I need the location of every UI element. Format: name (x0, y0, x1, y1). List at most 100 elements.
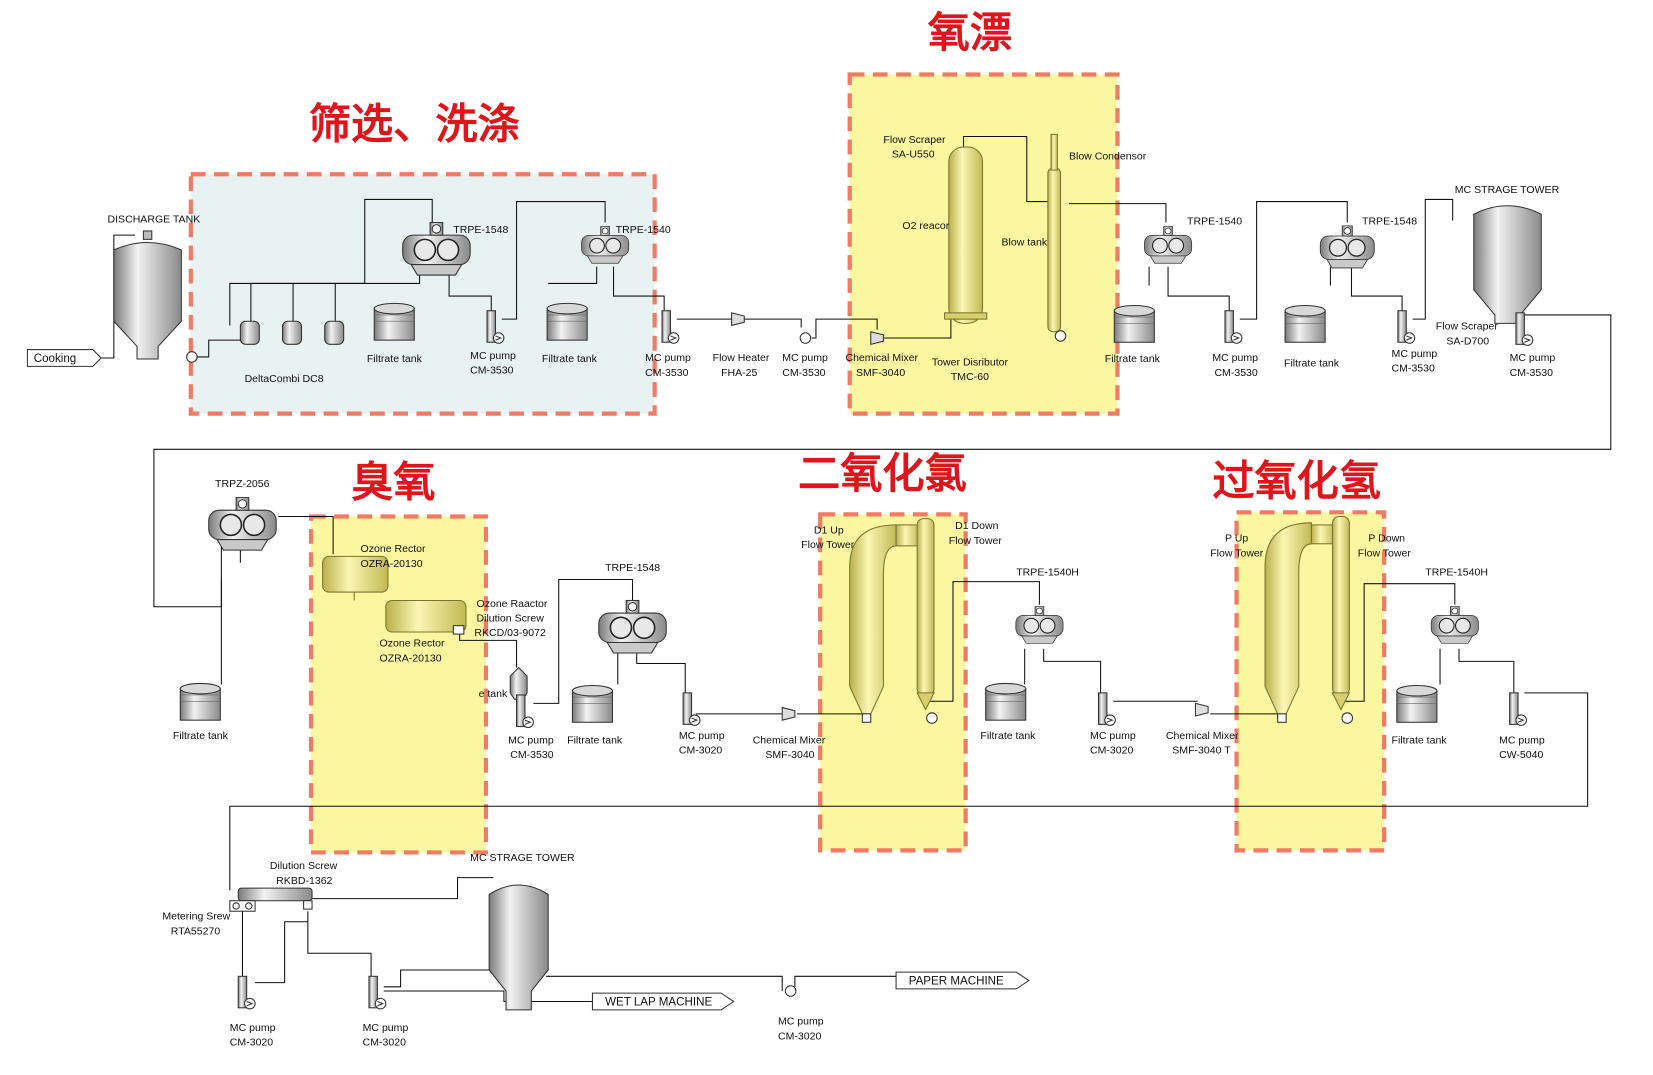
wet-lap-label: WET LAP MACHINE (605, 997, 712, 1009)
mcpump-b1-label: MC pump (1212, 352, 1258, 364)
dilution-screw (229, 887, 313, 912)
ozone-rector1-label: Ozone Rector (361, 543, 427, 555)
discharge-tank-label: DISCHARGE TANK (108, 214, 201, 226)
d1-up-label-1: D1 Up (814, 524, 844, 536)
deltacombi-label: DeltaCombi DC8 (245, 373, 324, 385)
pipes (101, 135, 1612, 1003)
tower-distributor-code: TMC-60 (951, 371, 989, 383)
filtrate-tank-icon (1284, 304, 1326, 343)
p-down-label-2: Flow Tower (1358, 547, 1412, 559)
mc-pump-icon (682, 692, 701, 726)
mc-pump-icon (1397, 310, 1416, 344)
mcpump-e1-code: CM-3020 (230, 1037, 273, 1049)
ozone-dilution-label-2: Dilution Screw (476, 613, 544, 625)
mcpump-a3-code: CM-3530 (782, 367, 825, 379)
mc-strage-tower-label: MC STRAGE TOWER (1455, 184, 1560, 196)
chem-mixer-c-label: Chemical Mixer (753, 734, 826, 746)
title-peroxide: 过氧化氢 (1212, 456, 1381, 506)
peroxide-zone (1234, 510, 1387, 853)
blow-condensor-label: Blow Condensor (1069, 151, 1147, 163)
o2-reactor-label: O2 reacor (902, 220, 949, 232)
mcpump-d2-label: MC pump (1499, 734, 1545, 746)
title-oxygen: 氧漂 (928, 7, 1012, 57)
flow-scraper2-label: Flow Scraper (1436, 321, 1499, 333)
chem-mixer-code: SMF-3040 (856, 367, 905, 379)
chem-mixer-d-label: Chemical Mixer (1166, 730, 1239, 742)
mcpump-b3-code: CM-3530 (1510, 367, 1553, 379)
blow-tank (1047, 133, 1067, 342)
mcpump-c2-label: MC pump (679, 730, 725, 742)
section-titles: 筛选、洗涤 氧漂 臭氧 二氧化氯 过氧化氢 (309, 7, 1381, 506)
metering-code: RTA55270 (171, 925, 221, 937)
pump-icon (799, 332, 812, 344)
mc-storage-tower-2 (488, 884, 549, 1011)
dilution-screw-label: Dilution Screw (270, 860, 338, 872)
feed-pump-icon (186, 351, 198, 363)
mc-pump-icon (368, 975, 387, 1010)
filtrate-c1-label: Filtrate tank (173, 730, 229, 742)
flow-heater-label: Flow Heater (713, 352, 770, 364)
mcpump-c1-label: MC pump (508, 734, 554, 746)
chem-mixer-d-code: SMF-3040 T (1172, 745, 1231, 757)
d1-down-label-2: Flow Tower (949, 535, 1003, 547)
mcpump-a3-label: MC pump (782, 352, 828, 364)
d1-down-label-1: D1 Down (955, 520, 998, 532)
title-ozone: 臭氧 (351, 457, 435, 507)
mcpump-e3-label: MC pump (778, 1016, 824, 1028)
filtrate-b2-label: Filtrate tank (1284, 357, 1340, 369)
oxygen-zone (847, 72, 1120, 416)
filtrate-tank-icon (1396, 684, 1438, 723)
ozone-reactor (322, 555, 467, 635)
deltacombi-washer: DeltaCombi DC8 (239, 320, 345, 385)
mcpump-c1-code: CM-3530 (510, 749, 553, 761)
filtrate-tank-icon (1113, 304, 1155, 343)
p-flow-tower (1264, 515, 1354, 724)
filtrate-b1-label: Filtrate tank (1105, 353, 1161, 365)
twin-roll-press-icon (597, 599, 668, 654)
trpe1548-c-label: TRPE-1548 (605, 562, 660, 574)
flow-heater-code: FHA-25 (721, 367, 757, 379)
p-up-label-2: Flow Tower (1210, 547, 1264, 559)
twin-roll-press-icon (1430, 606, 1479, 644)
mc-pump-icon (1224, 310, 1243, 344)
mcpump-c2-code: CM-3020 (679, 745, 722, 757)
tower-distributor-label: Tower Disributor (932, 356, 1009, 368)
ozone-dilution-code: RKCD/03-9072 (474, 627, 546, 639)
chem-mixer-label: Chemical Mixer (845, 352, 918, 364)
mcpump-a1-label: MC pump (470, 350, 516, 362)
mc-strage-tower2-label: MC STRAGE TOWER (470, 852, 575, 864)
twin-roll-press-icon (1143, 225, 1193, 264)
cooking-box: Cooking (26, 349, 102, 367)
mcpump-d1-label: MC pump (1090, 730, 1136, 742)
flow-scraper-label: Flow Scraper (883, 134, 946, 146)
trpe1548-b-label: TRPE-1548 (1362, 216, 1417, 228)
trpz-label: TRPZ-2056 (215, 478, 270, 490)
mc-pump-icon (1097, 692, 1116, 726)
ozone-dilution-label-1: Ozone Raactor (476, 598, 547, 610)
filtrate-a2-label: Filtrate tank (542, 353, 598, 365)
mcpump-e2-label: MC pump (363, 1022, 409, 1034)
p-up-label-1: P Up (1225, 533, 1248, 545)
mcpump-b3-label: MC pump (1510, 352, 1556, 364)
mcpump-a2-code: CM-3530 (645, 367, 688, 379)
mcpump-a2-label: MC pump (645, 352, 691, 364)
p-down-label-1: P Down (1368, 533, 1405, 545)
mcpump-d1-code: CM-3020 (1090, 745, 1133, 757)
wet-lap-box: WET LAP MACHINE (591, 992, 735, 1011)
mc-pump-icon (661, 310, 680, 344)
screening-zone (188, 172, 657, 416)
chemical-mixer-icon (781, 707, 796, 721)
discharge-tank: DISCHARGE TANK (108, 214, 201, 360)
ozone-rector2-code: OZRA-20130 (380, 652, 442, 664)
filtrate-d2-label: Filtrate tank (1392, 734, 1448, 746)
zones (188, 72, 1387, 855)
twin-roll-press-icon (1319, 225, 1375, 269)
twin-roll-press-icon (1015, 606, 1064, 644)
filtrate-a1-label: Filtrate tank (367, 353, 423, 365)
flow-heater-icon (731, 312, 745, 326)
trpe1540-b-label: TRPE-1540 (1187, 216, 1242, 228)
dilution-screw-code: RKBD-1362 (276, 875, 332, 887)
mcpump-e3-code: CM-3020 (778, 1030, 821, 1042)
pump-icon (784, 985, 797, 997)
paper-machine-box: PAPER MACHINE (895, 971, 1030, 990)
